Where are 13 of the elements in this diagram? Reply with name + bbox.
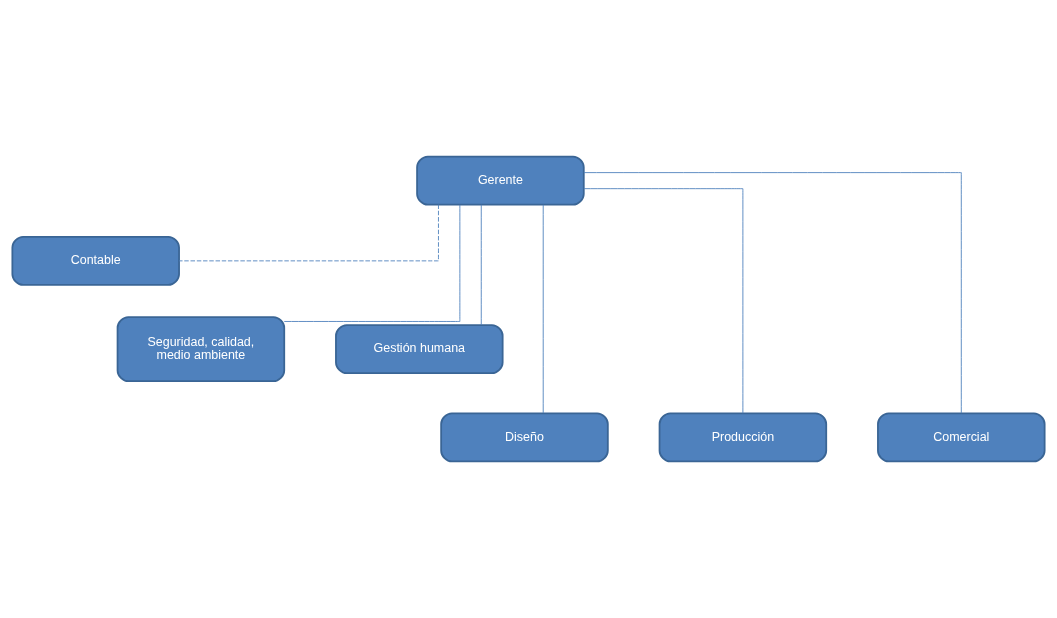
connector xyxy=(480,204,482,326)
node-box: Contable xyxy=(11,235,180,286)
node-box: Gerente xyxy=(416,155,585,206)
node-box: Comercial xyxy=(877,412,1046,463)
node-box: Diseño xyxy=(440,412,609,463)
connector xyxy=(178,204,439,262)
connector xyxy=(283,204,461,322)
node-box: Producción xyxy=(658,412,828,463)
node-box: Gestión humana xyxy=(335,324,504,375)
connector xyxy=(542,204,544,414)
node-box: Seguridad, calidad, medio ambiente xyxy=(116,316,286,383)
connector xyxy=(583,188,744,414)
connector xyxy=(583,172,962,414)
